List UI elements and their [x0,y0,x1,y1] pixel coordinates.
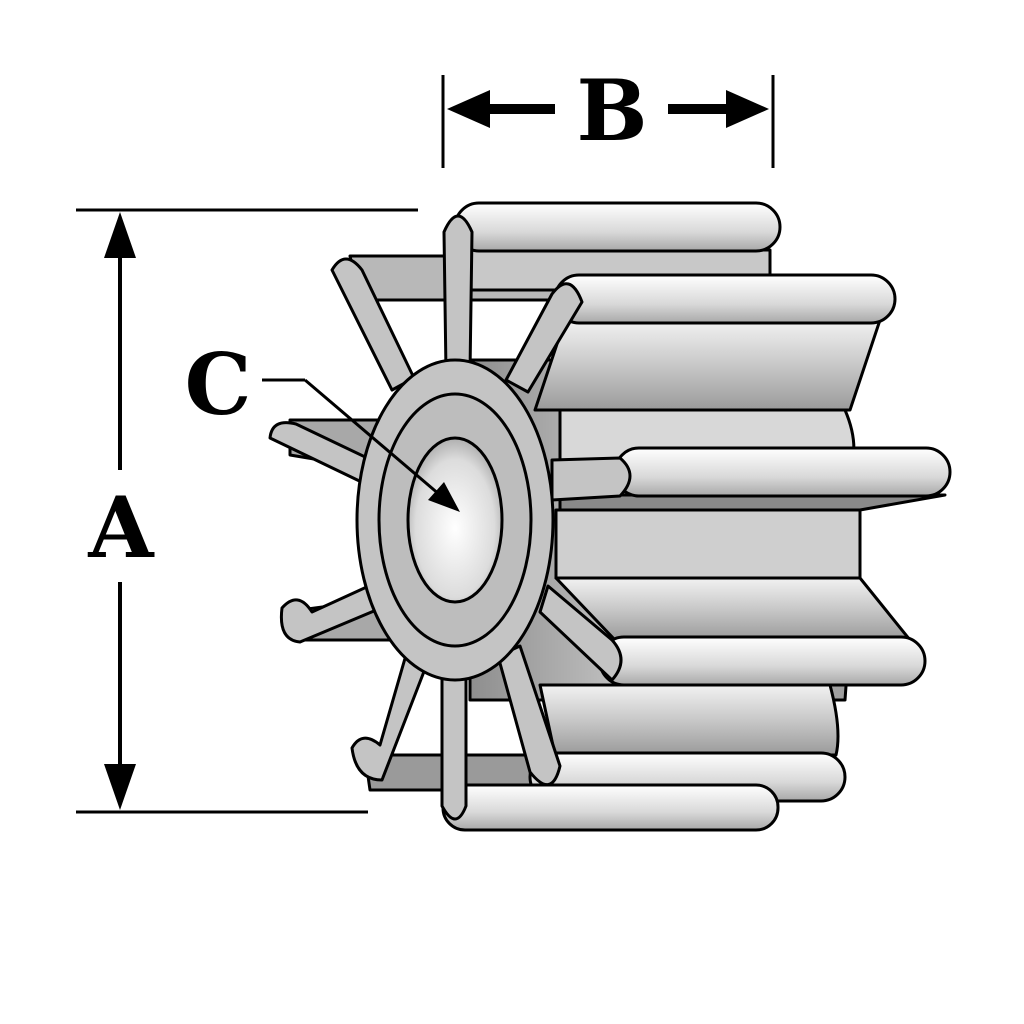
vane-tip-2 [553,273,897,325]
vane-root-7 [538,683,840,757]
dimension-c: C [185,335,460,512]
spoke-top [442,214,474,374]
spoke-right [550,456,632,502]
vane-tip-4 [598,635,927,687]
vane-tip-1 [453,201,782,253]
spoke-top-right [504,282,584,394]
dimension-a-arrow-top [104,212,136,258]
dimension-b-arrow-right [726,90,769,128]
dimension-a: A [76,208,418,814]
spoke-top-left [330,257,416,392]
dimension-a-arrow-bottom [104,764,136,810]
impeller [268,201,952,832]
vane-tip-6 [441,783,780,832]
dimension-b-arrow-left [447,90,490,128]
dimension-c-label: C [185,335,252,434]
vane-root-6 [554,576,912,642]
dimension-c-arrow [428,482,460,512]
vane-root-2 [533,318,882,412]
dimension-b-label: B [577,61,648,160]
vane-root-5 [554,508,862,580]
shaft-bore [406,436,504,604]
spoke-bottom [440,670,468,821]
dimension-c-leader-diagonal [304,378,441,497]
spoke-lower-right [538,584,623,682]
vane-tip-3 [613,446,952,498]
dimension-b: B [441,61,775,168]
dimension-a-label: A [87,478,155,577]
spoke-bottom-right [496,644,562,786]
